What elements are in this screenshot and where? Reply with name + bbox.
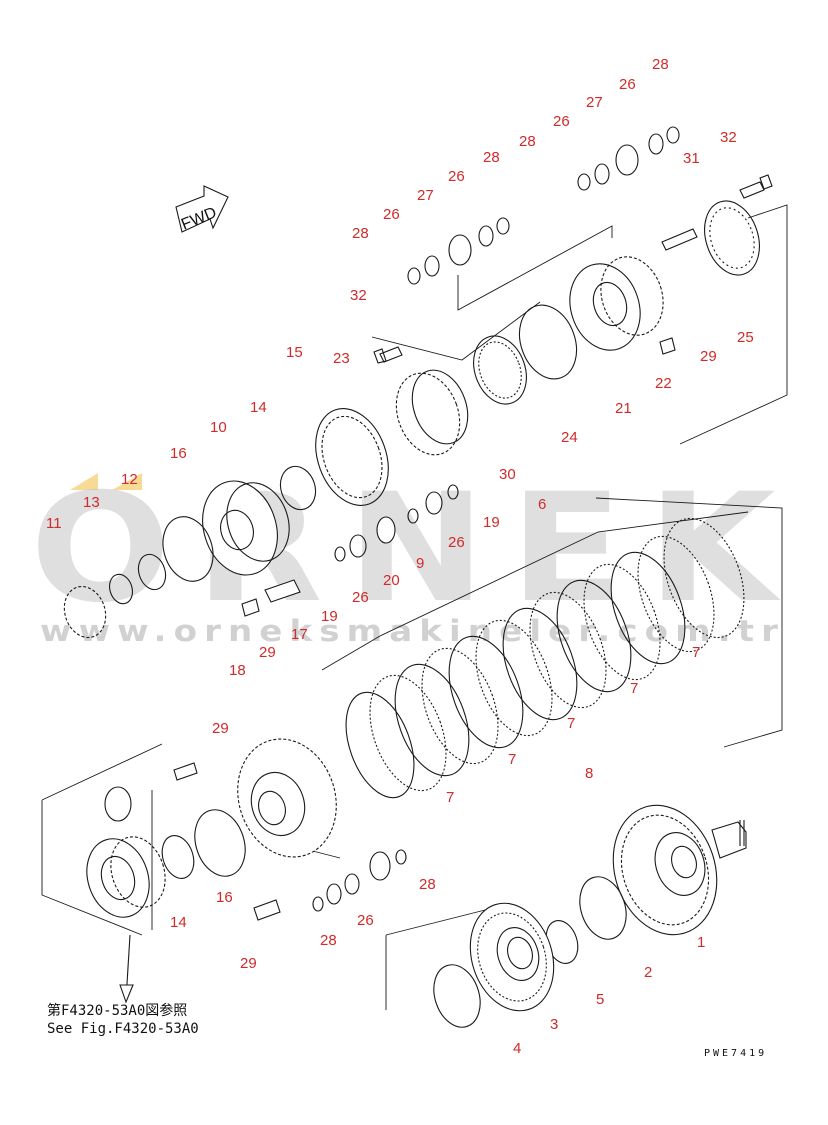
part-10-carrier: [202, 480, 290, 576]
part-14-bearing-lower: [161, 835, 195, 879]
part-22-pin: [659, 337, 676, 355]
callout-12: 12: [121, 471, 138, 488]
callout-19a: 19: [483, 514, 500, 531]
callout-labels: 1 2 3 4 5 6 7 7 7 7 7 8 9 10 11 12 13 14…: [46, 56, 754, 1057]
callout-32a: 32: [720, 129, 737, 146]
callout-2: 2: [644, 964, 652, 981]
callout-6: 6: [538, 496, 546, 513]
callout-26c: 26: [553, 113, 570, 130]
callout-5: 5: [596, 991, 604, 1008]
upper-planet-stack: [407, 126, 680, 285]
part-29-pin-lower-left: [173, 762, 198, 781]
callout-28e: 28: [419, 876, 436, 893]
callout-16b: 16: [216, 889, 233, 906]
callout-26b: 26: [448, 168, 465, 185]
callout-14b: 14: [170, 914, 187, 931]
callout-32b: 32: [350, 287, 367, 304]
reference-note-jp: 第F4320-53A0図参照: [47, 1002, 187, 1019]
watermark-brand: ORNEK: [30, 462, 800, 636]
part-24-ring: [518, 304, 578, 380]
part-21-carrier: [569, 256, 664, 351]
callout-17: 17: [291, 626, 308, 643]
lower-planet-stack: [312, 849, 407, 912]
callout-26d: 26: [619, 76, 636, 93]
part-12-bearing: [137, 553, 167, 591]
callout-27a: 27: [417, 187, 434, 204]
callout-20: 20: [383, 572, 400, 589]
callout-3: 3: [550, 1016, 558, 1033]
callout-7c: 7: [567, 715, 575, 732]
callout-29a: 29: [700, 348, 717, 365]
callout-13: 13: [83, 494, 100, 511]
callout-15: 15: [286, 344, 303, 361]
part-2-ring: [579, 876, 627, 940]
callout-18: 18: [229, 662, 246, 679]
callout-7b: 7: [630, 680, 638, 697]
lower-carrier: [237, 738, 337, 858]
part-32-bolt-upper: [739, 174, 773, 199]
part-15-ring-gear: [315, 408, 389, 506]
part-16-ring-upper: [162, 516, 214, 582]
part-1-housing: [612, 804, 747, 936]
callout-23: 23: [333, 350, 350, 367]
part-23-ring-gear: [395, 369, 469, 456]
part-25-shaft: [661, 228, 698, 251]
lower-left-assembly: [86, 786, 166, 1004]
part-3-piston: [469, 902, 555, 1012]
callout-26f: 26: [352, 589, 369, 606]
callout-22: 22: [655, 375, 672, 392]
part-30-plate: [473, 335, 527, 405]
assembly-outline-lines: [41, 204, 788, 1010]
callout-31: 31: [683, 150, 700, 167]
part-18-pin: [241, 598, 260, 617]
callout-7a: 7: [692, 644, 700, 661]
callout-24: 24: [561, 429, 578, 446]
part-29-pin-lower: [253, 899, 281, 921]
callout-29d: 29: [240, 955, 257, 972]
middle-planet-stack: [334, 484, 459, 562]
clutch-disc-pack: [345, 517, 745, 799]
callout-7d: 7: [508, 751, 516, 768]
fwd-arrow-icon: FWD: [175, 185, 229, 234]
callout-30: 30: [499, 466, 516, 483]
callout-26g: 26: [357, 912, 374, 929]
watermark-accent-left: [70, 473, 98, 490]
part-31-plate: [704, 200, 760, 276]
callout-26e: 26: [448, 534, 465, 551]
callout-10: 10: [210, 419, 227, 436]
part-11-gear: [63, 585, 107, 639]
callout-21: 21: [615, 400, 632, 417]
callout-26a: 26: [383, 206, 400, 223]
callout-28b: 28: [483, 149, 500, 166]
callout-29c: 29: [212, 720, 229, 737]
reference-note-en: See Fig.F4320-53A0: [47, 1021, 199, 1037]
callout-25: 25: [737, 329, 754, 346]
part-4-ring: [433, 964, 481, 1028]
callout-16a: 16: [170, 445, 187, 462]
callout-7e: 7: [446, 789, 454, 806]
callout-19b: 19: [321, 608, 338, 625]
drawing-code: PWE7419: [704, 1048, 767, 1059]
callout-4: 4: [513, 1040, 521, 1057]
callout-28a: 28: [352, 225, 369, 242]
callout-8: 8: [585, 765, 593, 782]
part-14-bearing-upper: [279, 465, 317, 511]
callout-29b: 29: [259, 644, 276, 661]
callout-28d: 28: [652, 56, 669, 73]
watermark-url: www.orneksmakineler.com.tr: [40, 614, 785, 648]
callout-9: 9: [416, 555, 424, 572]
callout-11: 11: [46, 515, 62, 532]
callout-28f: 28: [320, 932, 337, 949]
callout-28c: 28: [519, 133, 536, 150]
part-17-shaft: [264, 579, 301, 603]
watermark-accent-right: [112, 473, 142, 490]
part-13-snap-ring: [109, 573, 133, 605]
part-16-ring-lower: [194, 809, 246, 877]
part-32-bolt-lower: [373, 346, 403, 364]
watermark: ORNEK www.orneksmakineler.com.tr: [30, 462, 800, 648]
callout-27b: 27: [586, 94, 603, 111]
callout-14a: 14: [250, 399, 267, 416]
callout-1: 1: [697, 934, 705, 951]
